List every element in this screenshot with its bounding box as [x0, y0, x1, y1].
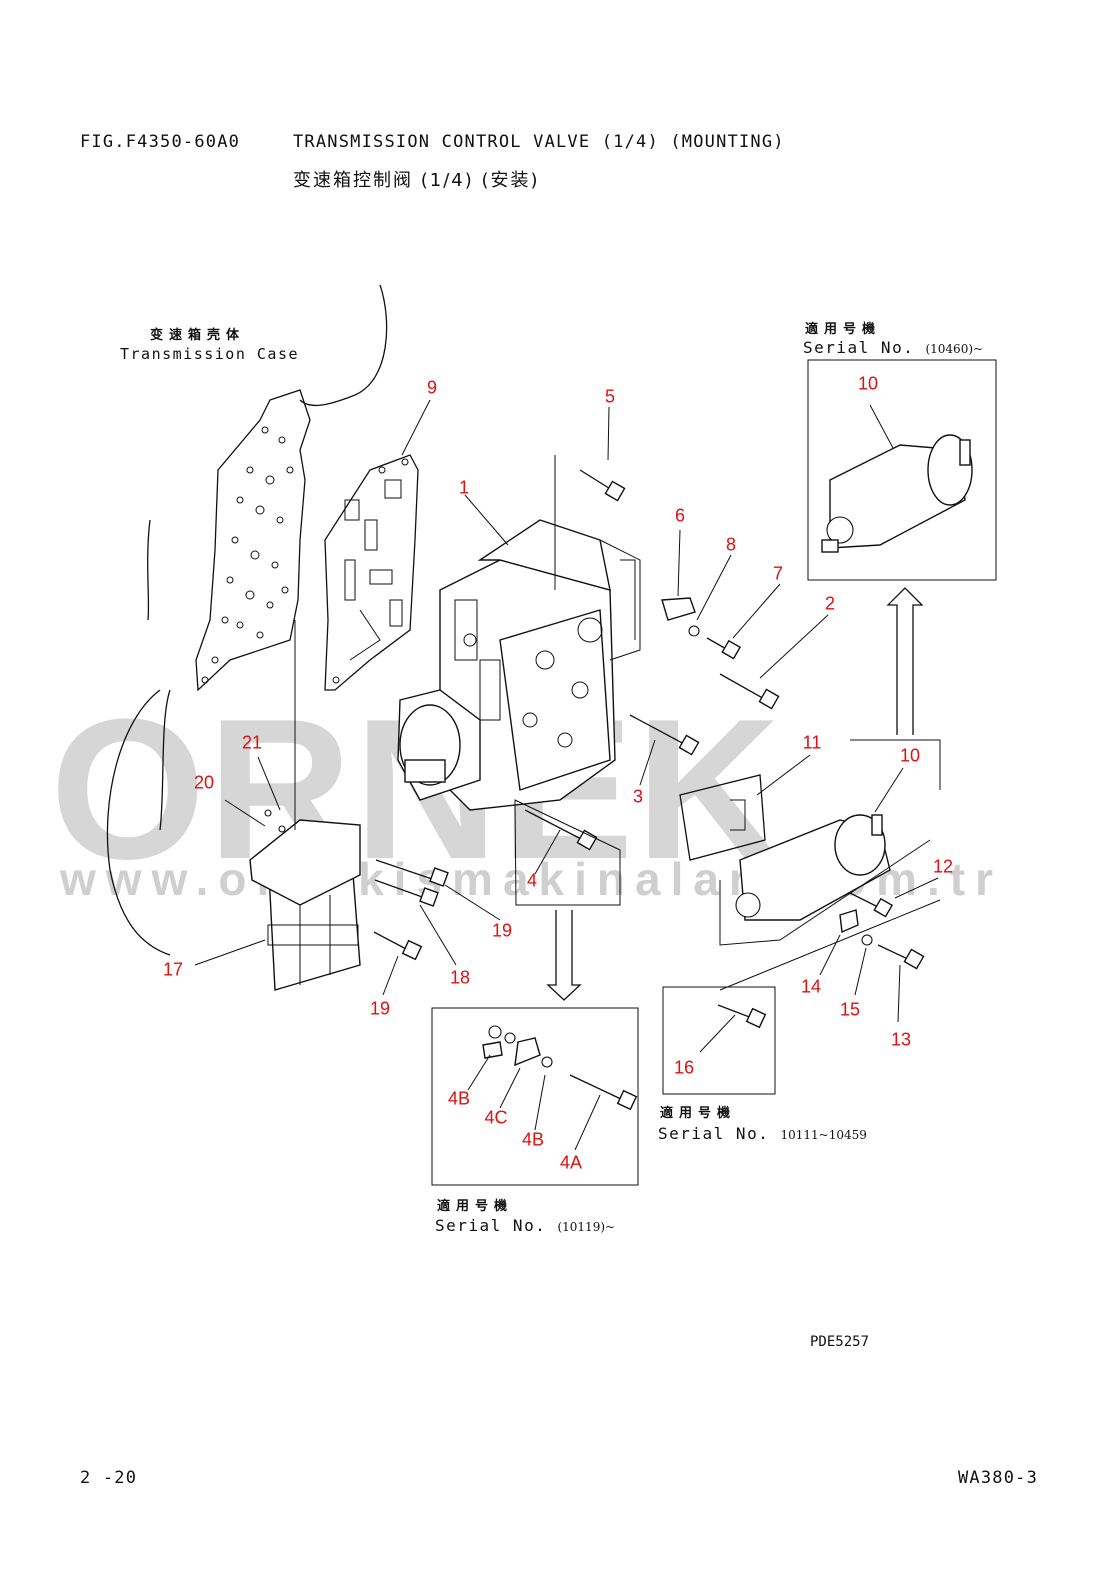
- case-label-cn: 变速箱壳体: [150, 328, 246, 343]
- callout-18: 18: [449, 967, 471, 988]
- bolt-part-16: [717, 1004, 767, 1029]
- case-label-en: Transmission Case: [120, 345, 300, 363]
- figure-title-cn: 变速箱控制阀 (1/4) (安装): [293, 170, 540, 191]
- bracket-part-4C: [514, 1037, 541, 1067]
- drawing-reference-code: PDE5257: [810, 1334, 870, 1350]
- serial-prefix: Serial No.: [435, 1216, 547, 1235]
- callout-7: 7: [772, 563, 784, 584]
- callout-4A: 4A: [559, 1152, 583, 1173]
- callout-1: 1: [458, 477, 470, 498]
- solenoid-valve-part-10-upper: [821, 434, 973, 553]
- callout-10-lower: 10: [899, 745, 921, 766]
- control-valve-body-part-1: [397, 519, 641, 811]
- valve-housing-part-17: [249, 809, 361, 991]
- spacer-part-4B-right: [541, 1056, 553, 1068]
- callout-17: 17: [162, 959, 184, 980]
- spacer-part-4B-left: [482, 1025, 516, 1059]
- serial-range: (10460)~: [925, 342, 984, 356]
- serial-box-bottom-cn: 適用号機: [437, 1199, 514, 1214]
- callout-19-lower: 19: [369, 998, 391, 1019]
- callout-14: 14: [800, 976, 822, 997]
- plate-part-6: [661, 597, 696, 621]
- washer-part-8: [688, 625, 700, 637]
- serial-box-top-label: Serial No. (10460)~: [803, 338, 983, 357]
- bolt-part-7: [706, 637, 742, 660]
- serial-box-right-cn: 適用号機: [660, 1106, 737, 1121]
- callout-2: 2: [824, 593, 836, 614]
- bolt-part-12: [849, 892, 894, 918]
- bolt-part-3: [629, 714, 700, 756]
- callout-12: 12: [932, 856, 954, 877]
- page-number: 2 -20: [80, 1468, 138, 1488]
- serial-prefix: Serial No.: [658, 1124, 770, 1143]
- bolt-part-19-lower: [373, 931, 423, 961]
- washer-part-15: [861, 934, 873, 946]
- machine-model: WA380-3: [958, 1468, 1039, 1488]
- bolt-part-4: [524, 809, 598, 851]
- bolt-part-4A: [569, 1074, 638, 1111]
- callout-15: 15: [839, 999, 861, 1020]
- bolt-part-19-upper: [375, 859, 449, 887]
- callout-20: 20: [193, 772, 215, 793]
- callout-4: 4: [526, 870, 538, 891]
- solenoid-valve-part-10-lower: [719, 814, 931, 946]
- serial-box-right-label: Serial No. 10111~10459: [658, 1124, 867, 1143]
- serial-prefix: Serial No.: [803, 338, 915, 357]
- serial-range: (10119)~: [557, 1220, 616, 1234]
- callout-21: 21: [241, 732, 263, 753]
- bolt-part-2: [719, 673, 780, 710]
- callout-6: 6: [674, 505, 686, 526]
- figure-title-en: TRANSMISSION CONTROL VALVE (1/4) (MOUNTI…: [293, 132, 785, 152]
- bolt-part-18: [374, 879, 439, 907]
- serial-box-top-cn: 適用号機: [805, 322, 882, 337]
- gasket-part-9: [324, 454, 419, 691]
- callout-19-upper: 19: [491, 920, 513, 941]
- callout-4B-left: 4B: [447, 1088, 471, 1109]
- callout-4C: 4C: [484, 1107, 508, 1128]
- bolt-part-13: [877, 944, 925, 970]
- figure-label: FIG.F4350-60A0: [80, 132, 241, 152]
- callout-9: 9: [426, 377, 438, 398]
- gasket-part-11: [679, 774, 766, 861]
- serial-box-bottom-label: Serial No. (10119)~: [435, 1216, 615, 1235]
- callout-13: 13: [890, 1029, 912, 1050]
- callout-3: 3: [632, 786, 644, 807]
- callout-16: 16: [673, 1057, 695, 1078]
- callout-4B-right: 4B: [521, 1129, 545, 1150]
- transmission-case-plate: [195, 389, 311, 692]
- bolt-part-5: [579, 469, 626, 502]
- callout-11: 11: [802, 732, 822, 753]
- callout-8: 8: [725, 534, 737, 555]
- clip-part-14: [839, 909, 859, 934]
- callout-10-top: 10: [857, 373, 879, 394]
- callout-5: 5: [604, 386, 616, 407]
- serial-range: 10111~10459: [780, 1128, 867, 1142]
